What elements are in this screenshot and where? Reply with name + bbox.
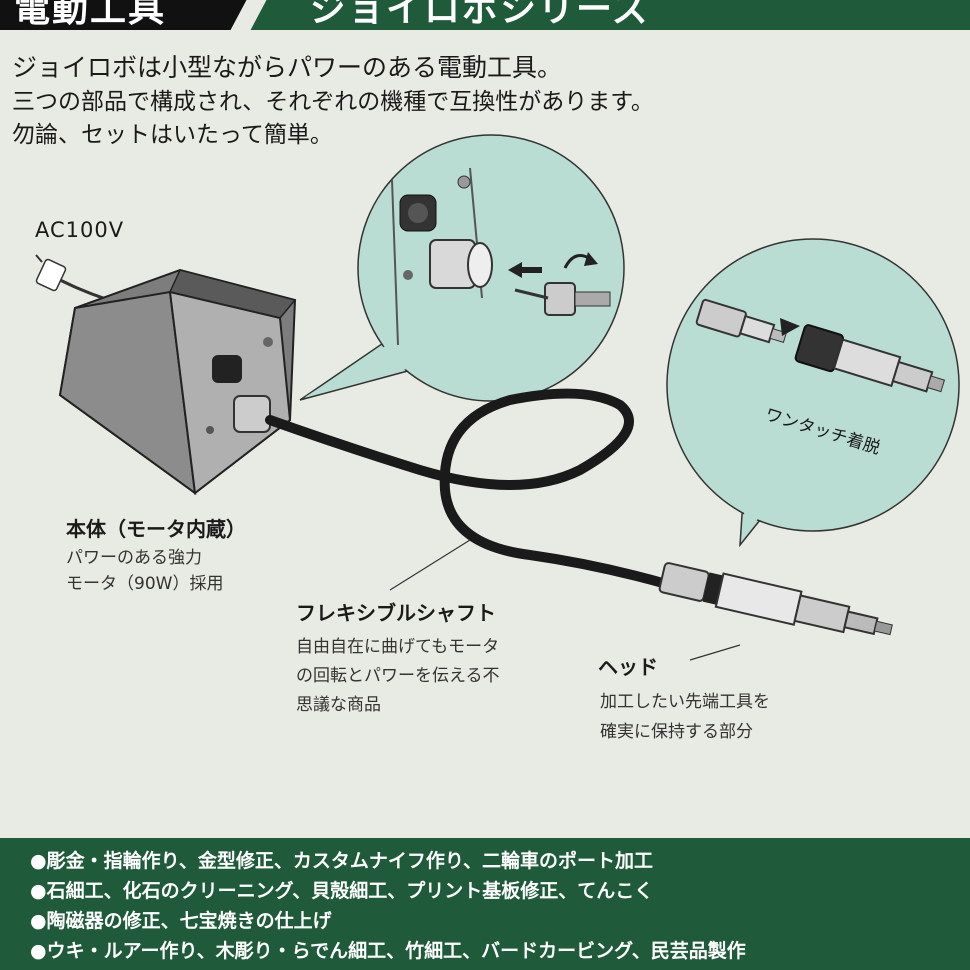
motor-body bbox=[58, 268, 297, 496]
header-left-title: 電動工具 bbox=[14, 0, 167, 30]
uses-footer: ●彫金・指輪作り、金型修正、カスタムナイフ作り、二輪車のポート加工 ●石細工、化… bbox=[0, 838, 970, 970]
use-item: ●ウキ・ルアー作り、木彫り・らでん細工、竹細工、バードカービング、民芸品製作 bbox=[30, 940, 746, 962]
body-description: パワーのある強力 モータ（90W）採用 bbox=[66, 545, 223, 597]
shaft-desc-line-1: 自由自在に曲げてもモータ bbox=[296, 637, 500, 657]
connection-detail-bubble bbox=[299, 134, 625, 402]
shaft-leader-line bbox=[389, 539, 471, 591]
intro-line-1: ジョイロボは小型ながらパワーのある電動工具。 bbox=[12, 53, 563, 82]
body-title: 本体（モータ内蔵） bbox=[66, 517, 246, 541]
shaft-title: フレキシブルシャフト bbox=[296, 601, 496, 625]
body-desc-line-1: パワーのある強力 bbox=[66, 548, 202, 568]
flexible-shaft bbox=[265, 388, 675, 590]
head-detail-bubble bbox=[666, 238, 960, 548]
use-item: ●彫金・指輪作り、金型修正、カスタムナイフ作り、二輪車のポート加工 bbox=[30, 850, 654, 872]
shaft-desc-line-2: の回転とパワーを伝える不 bbox=[296, 666, 500, 686]
intro-line-2: 三つの部品で構成され、それぞれの機種で互換性があります。 bbox=[12, 89, 654, 115]
header-left-block bbox=[0, 0, 250, 30]
intro-text: ジョイロボは小型ながらパワーのある電動工具。 三つの部品で構成され、それぞれの機… bbox=[12, 50, 654, 152]
intro-line-3: 勿論、セットはいたって簡単。 bbox=[12, 122, 333, 148]
power-label: AC100V bbox=[35, 218, 125, 242]
head-desc-line-1: 加工したい先端工具を bbox=[600, 692, 770, 712]
use-item: ●陶磁器の修正、七宝焼きの仕上げ bbox=[30, 910, 332, 932]
head-description: 加工したい先端工具を 確実に保持する部分 bbox=[600, 687, 770, 747]
tool-illustration bbox=[35, 134, 960, 661]
shaft-description: 自由自在に曲げてもモータ の回転とパワーを伝える不 思議な商品 bbox=[296, 633, 500, 720]
head-desc-line-2: 確実に保持する部分 bbox=[600, 722, 753, 742]
head-title: ヘッド bbox=[598, 655, 658, 679]
handpiece-head bbox=[658, 562, 893, 636]
header-right-title: ジョイロボシリーズ bbox=[310, 0, 651, 30]
shaft-desc-line-3: 思議な商品 bbox=[296, 695, 381, 715]
header-banner: 電動工具 ジョイロボシリーズ bbox=[0, 0, 970, 30]
body-desc-line-2: モータ（90W）採用 bbox=[66, 574, 224, 594]
use-item: ●石細工、化石のクリーニング、貝殻細工、プリント基板修正、てんこく bbox=[30, 880, 654, 902]
uses-list: ●彫金・指輪作り、金型修正、カスタムナイフ作り、二輪車のポート加工 ●石細工、化… bbox=[30, 846, 746, 966]
head-leader-line bbox=[689, 644, 741, 661]
